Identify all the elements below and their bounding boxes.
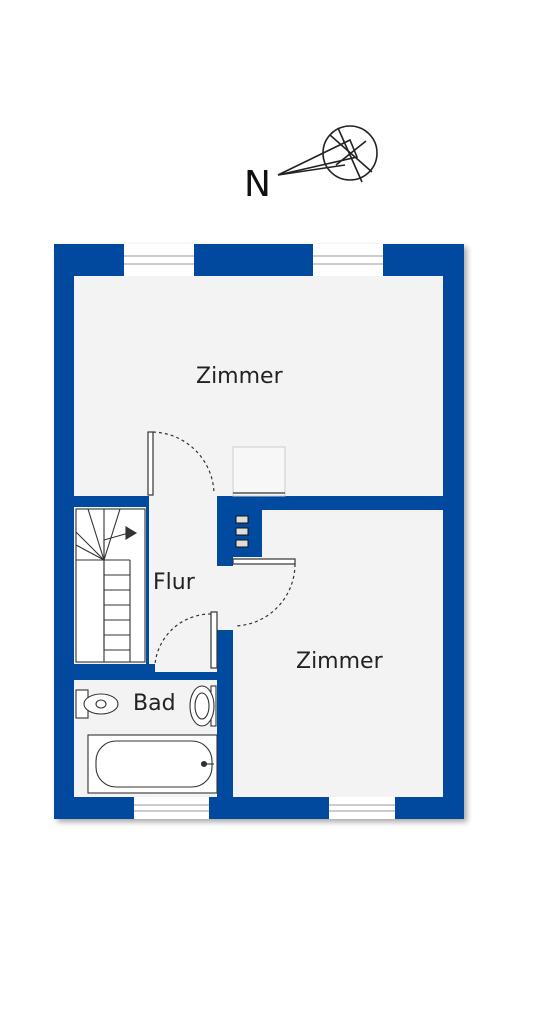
door-bad <box>154 611 218 669</box>
vent-3 <box>235 539 249 548</box>
toilet-icon <box>75 689 119 719</box>
staircase <box>75 508 146 663</box>
bathtub-icon <box>87 734 218 794</box>
wall-stair-right <box>146 507 149 664</box>
room-label-bad: Bad <box>133 691 176 716</box>
flur-floor-lower <box>155 564 217 672</box>
room-label-flur: Flur <box>153 570 196 595</box>
wall-bathroom-divider <box>217 630 233 797</box>
building: Zimmer Flur Zimmer Bad <box>54 244 464 819</box>
window-top-right <box>313 244 383 276</box>
window-top-left <box>124 244 194 276</box>
room-label-zimmer-top: Zimmer <box>196 364 284 389</box>
wall-bad-top-b <box>74 672 217 680</box>
window-bottom-left <box>134 797 209 819</box>
zimmer-bottom-floor <box>233 510 443 797</box>
flur-floor-right <box>217 566 233 630</box>
vent-1 <box>235 515 249 524</box>
door-zimmer-bottom <box>232 558 296 627</box>
compass-needle-icon <box>277 125 378 183</box>
compass: N <box>244 125 378 205</box>
wall-top-left <box>74 496 149 507</box>
wall-top-right <box>285 496 443 510</box>
radiator-box <box>232 446 286 497</box>
compass-north-label: N <box>244 164 271 205</box>
sink-icon <box>189 685 217 727</box>
wall-center-top <box>217 496 285 510</box>
vent-2 <box>235 527 249 536</box>
stair-direction-arrow-icon <box>125 526 138 540</box>
door-zimmer-top <box>147 431 215 496</box>
window-bottom-right <box>329 797 395 819</box>
room-label-zimmer-bottom: Zimmer <box>296 649 384 674</box>
